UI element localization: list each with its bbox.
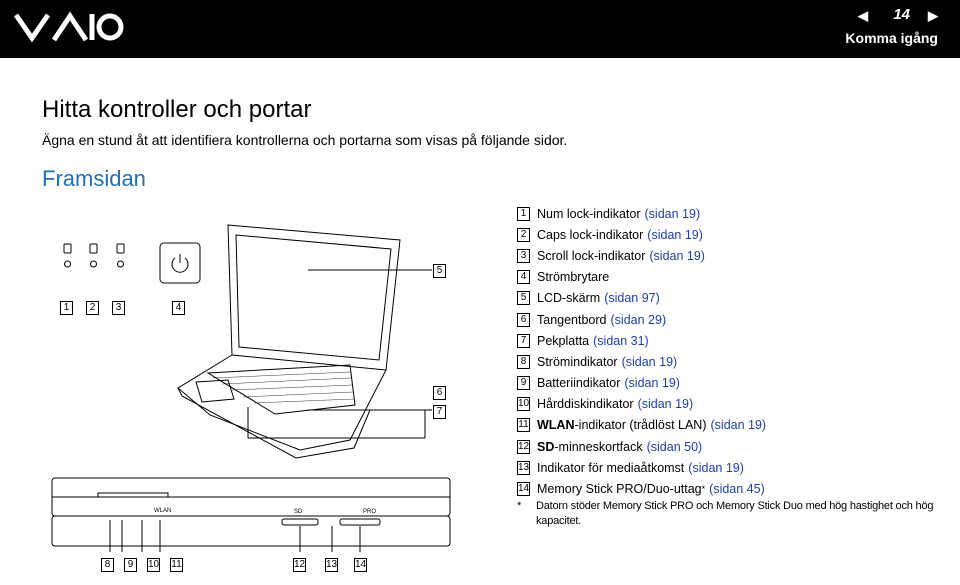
- legend-item: 6 Tangentbord(sidan 29): [517, 309, 766, 330]
- callout-12: 12: [293, 558, 306, 572]
- legend-text: -minneskortfack: [554, 439, 643, 454]
- legend-ref[interactable]: (sidan 19): [624, 376, 680, 391]
- legend-number: 14: [517, 482, 530, 497]
- footnote: * Datorn stöder Memory Stick PRO och Mem…: [517, 499, 937, 529]
- legend-item: 7 Pekplatta(sidan 31): [517, 330, 766, 351]
- legend-ref[interactable]: (sidan 19): [637, 397, 694, 412]
- legend-number: 5: [517, 291, 530, 306]
- legend-ref[interactable]: (sidan 29): [610, 312, 667, 327]
- section-subtitle: Framsidan: [42, 166, 146, 191]
- footnote-text: Datorn stöder Memory Stick PRO och Memor…: [536, 500, 934, 527]
- legend-text: Caps lock-indikator: [537, 227, 644, 242]
- legend-text: Indikator för mediaåtkomst: [537, 460, 685, 475]
- intro-text: Ägna en stund åt att identifiera kontrol…: [42, 132, 568, 148]
- legend-number: 9: [517, 376, 530, 391]
- callout-1: 1: [60, 301, 73, 315]
- laptop-front-figure: WLAN SD PRO: [51, 224, 451, 552]
- legend-ref[interactable]: (sidan 19): [644, 206, 701, 221]
- sd-label: SD: [294, 509, 303, 515]
- section-title: Komma igång: [845, 30, 938, 46]
- legend-item: 12 SD-minneskortfack(sidan 50): [517, 436, 766, 457]
- lock-indicator-icons: [63, 243, 125, 268]
- legend-item: 13 Indikator för mediaåtkomst(sidan 19): [517, 457, 766, 478]
- wlan-label: WLAN: [154, 508, 171, 514]
- callout-8: 8: [101, 558, 114, 572]
- callout-3: 3: [112, 301, 125, 315]
- legend-item: 2 Caps lock-indikator(sidan 19): [517, 224, 766, 245]
- legend-ref[interactable]: (sidan 97): [604, 291, 660, 306]
- legend-text: Scroll lock-indikator: [537, 248, 646, 263]
- legend-item: 9 Batteriindikator(sidan 19): [517, 373, 766, 394]
- page-title: Hitta kontroller och portar: [42, 96, 312, 123]
- legend-text: Memory Stick PRO/Duo-uttag: [537, 482, 702, 497]
- legend-number: 3: [517, 248, 530, 263]
- legend-text: LCD-skärm: [537, 291, 601, 306]
- vaio-logo-icon: [13, 11, 124, 43]
- legend-number: 1: [517, 206, 530, 221]
- legend-text: -indikator (trådlöst LAN): [574, 418, 707, 433]
- legend-number: 7: [517, 333, 530, 348]
- callout-2: 2: [86, 301, 99, 315]
- legend-ref[interactable]: (sidan 19): [621, 354, 678, 369]
- legend-text: Batteriindikator: [537, 376, 621, 391]
- page-number: 14: [893, 6, 910, 23]
- legend-ref[interactable]: (sidan 19): [688, 460, 744, 475]
- legend-number: 2: [517, 227, 530, 242]
- legend-number: 11: [517, 418, 530, 433]
- legend-text: Tangentbord: [537, 312, 607, 327]
- legend-item: 1 Num lock-indikator(sidan 19): [517, 203, 766, 224]
- legend-bold-text: SD: [537, 439, 555, 454]
- callout-10: 10: [147, 558, 160, 572]
- arrow-left-icon[interactable]: ◀: [858, 8, 868, 23]
- pro-label: PRO: [363, 509, 376, 515]
- callout-9: 9: [124, 558, 137, 572]
- legend-number: 13: [517, 460, 530, 475]
- legend-text: Pekplatta: [537, 333, 590, 348]
- legend-item: 14 Memory Stick PRO/Duo-uttag*(sidan 45): [517, 478, 766, 499]
- legend-bold-text: WLAN: [537, 418, 575, 433]
- callout-13: 13: [325, 558, 338, 572]
- legend-item: 3 Scroll lock-indikator(sidan 19): [517, 245, 766, 266]
- legend-number: 8: [517, 354, 530, 369]
- page-header: ◀ 14 ▶ Komma igång: [0, 0, 960, 58]
- legend-item: 4 Strömbrytare: [517, 267, 766, 288]
- legend-text: Strömbrytare: [537, 270, 610, 285]
- legend-item: 11 WLAN-indikator (trådlöst LAN)(sidan 19…: [517, 415, 766, 436]
- arrow-right-icon[interactable]: ▶: [928, 8, 938, 23]
- legend-ref[interactable]: (sidan 31): [593, 333, 649, 348]
- legend-ref[interactable]: (sidan 19): [649, 248, 705, 263]
- power-button-icon: [159, 242, 201, 284]
- callout-5: 5: [433, 264, 446, 278]
- footnote-star: *: [517, 500, 522, 512]
- legend-text: Strömindikator: [537, 354, 618, 369]
- callout-11: 11: [170, 558, 183, 572]
- legend-item: 8 Strömindikator(sidan 19): [517, 351, 766, 372]
- legend-text: Num lock-indikator: [537, 206, 641, 221]
- legend-ref[interactable]: (sidan 45): [709, 482, 765, 497]
- legend-text: Hårddiskindikator: [537, 397, 634, 412]
- callout-4: 4: [172, 301, 185, 315]
- callout-7: 7: [433, 405, 446, 419]
- legend-ref[interactable]: (sidan 19): [710, 418, 767, 433]
- legend-ref[interactable]: (sidan 50): [646, 439, 703, 454]
- callout-14: 14: [354, 558, 367, 572]
- callout-6: 6: [433, 386, 446, 400]
- footnote-marker: *: [701, 484, 706, 495]
- legend-number: 12: [517, 439, 530, 454]
- legend-ref[interactable]: (sidan 19): [647, 227, 703, 242]
- legend-number: 4: [517, 270, 530, 285]
- legend-item: 5 LCD-skärm(sidan 97): [517, 288, 766, 309]
- legend-number: 10: [517, 397, 530, 412]
- legend-item: 10 Hårddiskindikator(sidan 19): [517, 394, 766, 415]
- legend-number: 6: [517, 312, 530, 327]
